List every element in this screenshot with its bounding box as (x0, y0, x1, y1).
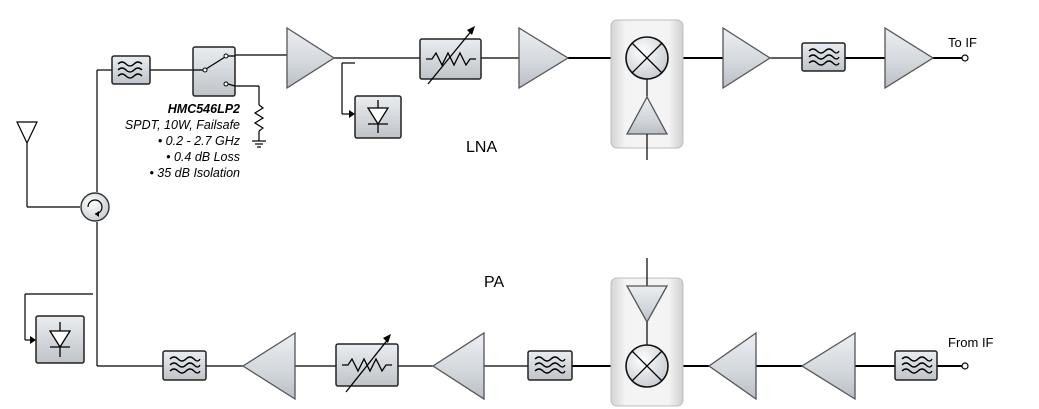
pa-amplifier-icon (241, 331, 296, 401)
tx-if-filter-icon (894, 350, 938, 381)
tx-driver-amplifier-icon (431, 331, 485, 401)
from-if-port (961, 362, 969, 370)
switch-spec-block: HMC546LP2 SPDT, 10W, Failsafe • 0.2 - 2.… (125, 102, 241, 180)
switch-spec-line-1: SPDT, 10W, Failsafe (125, 118, 240, 132)
rx-power-detector-icon (354, 95, 402, 139)
termination-resistor-icon (252, 104, 266, 148)
circulator-icon (80, 192, 110, 222)
lna-label: LNA (466, 139, 497, 156)
lna-chain (97, 54, 969, 118)
lna-amplifier-2-icon (518, 26, 570, 90)
rx-if-filter-icon (801, 42, 846, 72)
from-if-label: From IF (948, 335, 994, 350)
pa-label: PA (484, 274, 504, 291)
rx-mixer-icon (610, 19, 684, 160)
antenna-icon (16, 121, 80, 208)
tx-if-amplifier-2-icon (800, 331, 856, 401)
tx-rf-filter-icon (527, 350, 573, 381)
rx-if-output-amplifier-icon (884, 26, 935, 90)
pa-chain (24, 293, 969, 370)
lna-amplifier-1-icon (286, 26, 336, 90)
tx-bandpass-filter-icon (162, 350, 207, 381)
to-if-label: To IF (948, 35, 977, 50)
pa-power-detector-icon (35, 315, 85, 364)
rx-variable-attenuator-icon (419, 26, 482, 85)
spdt-switch-icon (192, 46, 236, 97)
tx-mixer-icon (610, 258, 684, 407)
to-if-port (961, 54, 969, 62)
tx-variable-attenuator-icon (335, 334, 399, 393)
switch-part-number: HMC546LP2 (168, 102, 240, 116)
tx-if-amplifier-1-icon (707, 331, 757, 401)
rx-bandpass-filter-icon (111, 55, 151, 85)
switch-spec-line-4: • 35 dB Isolation (149, 166, 240, 180)
switch-spec-line-2: • 0.2 - 2.7 GHz (158, 134, 241, 148)
rx-if-amplifier-icon (722, 26, 772, 90)
switch-spec-line-3: • 0.4 dB Loss (166, 150, 240, 164)
